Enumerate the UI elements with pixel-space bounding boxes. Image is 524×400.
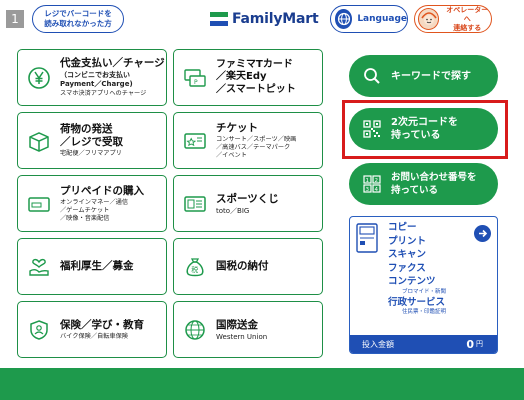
inquiry-number-label: お問い合わせ番号を 持っている [391,172,477,196]
service-scan: スキャン [388,249,427,260]
tile-note: toto／BIG [216,206,250,215]
tile-prepaid-purchase[interactable]: プリペイドの購入 オンラインマネー／通信 ／ゲームチケット ／映像・音楽配信 [17,175,167,232]
inserted-amount-label: 投入金額 [362,339,394,349]
tile-famima-card[interactable]: P ファミマTカード ／楽天Edy ／スマートピット [173,49,323,106]
svg-text:P: P [194,79,198,86]
qr-code-label: 2次元コードを 持っている [391,117,458,141]
tile-welfare-donation[interactable]: 福利厚生／募金 [17,238,167,295]
tile-title: 福利厚生／募金 [60,260,134,272]
tile-note: オンラインマネー／通信 ／ゲームチケット ／映像・音楽配信 [60,198,129,222]
package-icon [26,128,52,154]
step-indicator: 1 [6,10,24,28]
cards-icon: P [182,65,208,91]
tile-subtitle: （コンビニでお支払い Payment／Charge) [60,71,133,88]
arrow-right-icon [474,225,491,242]
service-admin-note: 住民票・印鑑証明 [402,309,447,315]
service-print: プリント [388,235,427,247]
brand-name: FamilyMart [232,11,319,27]
keyword-search-button[interactable]: キーワードで探す [349,55,498,97]
tile-title: ファミマTカード ／楽天Edy ／スマートピット [216,58,296,95]
tile-note: Western Union [216,332,268,341]
svg-text:1: 1 [366,178,370,184]
globe-icon [335,9,353,29]
service-fax: ファクス [388,262,426,274]
tile-national-tax[interactable]: 税 国税の納付 [173,238,323,295]
call-operator-button[interactable]: オペレーターへ 連絡する [414,5,492,33]
tile-title: プリペイドの購入 [60,184,144,197]
tile-payment-charge[interactable]: 代金支払い／チャージ （コンビニでお支払い Payment／Charge) スマ… [17,49,167,106]
tile-title: 国際送金 [216,318,258,331]
yen-coin-icon [26,65,52,91]
prepaid-card-icon [26,191,52,217]
tile-sports-lottery[interactable]: スポーツくじ toto／BIG [173,175,323,232]
heart-hand-icon [26,254,52,280]
tax-bag-icon: 税 [182,254,208,280]
tile-package-shipping[interactable]: 荷物の発送 ／レジで受取 宅配便／フリマアプリ [17,112,167,169]
operator-headset-icon [418,8,440,30]
tile-note: バイク保険／自転車保険 [60,332,128,340]
svg-text:税: 税 [191,265,198,274]
shield-people-icon [26,317,52,343]
multifunction-machine-icon [356,223,378,253]
copy-print-services-button[interactable]: コピー プリント スキャン ファクス コンテンツ ブロマイド・新聞 行政サービス… [349,216,498,354]
barcode-unreadable-button[interactable]: レジでバーコードを 読み取れなかった方 [32,5,124,33]
svg-text:2: 2 [375,178,379,184]
qr-code-button[interactable]: 2次元コードを 持っている [349,108,498,150]
search-icon [361,65,383,87]
qr-code-icon [361,118,383,140]
tile-title: スポーツくじ [216,192,279,205]
tile-title: 保険／学び・教育 [60,318,144,331]
tile-note: 宅配便／フリマアプリ [60,150,122,157]
tile-note: スマホ決済アプリへのチャージ [60,90,147,97]
globe-transfer-icon [182,317,208,343]
barcode-unreadable-line2: 読み取れなかった方 [44,19,112,28]
inserted-amount-value: 0 [466,337,474,351]
tile-tickets[interactable]: チケット コンサート／スポーツ／映画 ／高速バス／テーマパーク ／イベント [173,112,323,169]
header-bar: 1 レジでバーコードを 読み取れなかった方 FamilyMart Languag… [0,0,524,40]
service-contents-note: ブロマイド・新聞 [402,288,447,295]
tile-title: 国税の納付 [216,260,269,272]
svg-text:3: 3 [366,187,370,193]
service-admin: 行政サービス [388,296,446,308]
keyword-search-label: キーワードで探す [391,70,471,82]
inserted-amount-unit: 円 [476,340,483,348]
footer-bar [0,368,524,400]
operator-label-line2: 連絡する [453,23,482,32]
ticket-icon [182,128,208,154]
barcode-unreadable-line1: レジでバーコードを [44,9,112,18]
operator-label-line1: オペレーターへ [446,5,489,23]
lottery-ticket-icon [182,191,208,217]
tile-international-remittance[interactable]: 国際送金 Western Union [173,301,323,358]
familymart-stripes-icon [210,12,228,27]
familymart-logo: FamilyMart [210,10,319,28]
highlight-frame [342,100,508,159]
service-contents: コンテンツ [388,276,436,287]
inserted-amount-bar: 投入金額 0 円 [350,335,497,353]
tile-insurance-education[interactable]: 保険／学び・教育 バイク保険／自転車保険 [17,301,167,358]
tile-title: 代金支払い／チャージ [60,57,165,69]
tile-note: コンサート／スポーツ／映画 ／高速バス／テーマパーク ／イベント [216,135,297,159]
tile-title: 荷物の発送 ／レジで受取 [60,123,123,148]
svg-text:4: 4 [375,187,379,193]
service-list: コピー プリント スキャン ファクス コンテンツ ブロマイド・新聞 行政サービス… [388,221,446,316]
language-button[interactable]: Language [330,5,408,33]
language-label: Language [357,14,407,24]
tile-title: チケット [216,121,258,134]
service-copy: コピー [388,222,417,233]
